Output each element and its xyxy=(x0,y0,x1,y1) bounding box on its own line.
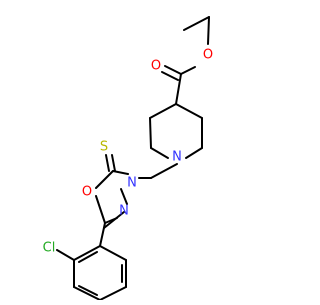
bond-ph-inner-2 xyxy=(78,285,98,296)
ester-ether-oxygen-label: O xyxy=(203,48,213,63)
bond-ch3-ch2 xyxy=(183,16,210,31)
bond-c-s-1 xyxy=(111,154,116,172)
bond-n-ch2 xyxy=(150,163,178,179)
molecule-canvas: O O N O N N S Cl xyxy=(42,16,214,301)
bond-pip-1 xyxy=(149,103,177,119)
bond-pip-4 xyxy=(185,147,203,159)
bond-o1-c2 xyxy=(95,170,114,189)
ester-carbonyl-oxygen-label: O xyxy=(151,59,161,74)
bond-n4-c5-double xyxy=(103,211,125,229)
bond-carbonyl-c4 xyxy=(175,73,182,105)
bond-c-s-2 xyxy=(105,154,110,172)
chlorine-label: Cl xyxy=(43,241,56,256)
bond-ph-1 xyxy=(99,245,127,261)
bond-carbonyl-double-2 xyxy=(161,71,179,81)
ring-n4-label: N xyxy=(119,204,129,219)
bond-pip-6 xyxy=(175,103,203,119)
ring-n3-label: N xyxy=(127,176,137,191)
bond-o-carbonyl xyxy=(180,66,196,75)
bond-ph-4 xyxy=(73,286,101,301)
piperidine-nitrogen-label: N xyxy=(172,150,182,165)
thione-sulfur-label: S xyxy=(100,140,108,155)
bond-ch2-o xyxy=(207,16,210,45)
bond-pip-3 xyxy=(150,147,169,159)
bond-carbonyl-double-1 xyxy=(164,65,182,75)
bond-n3-n4 xyxy=(120,188,128,205)
bond-ph-6 xyxy=(73,245,101,261)
bond-ph-3 xyxy=(99,286,127,301)
bond-c5-o1 xyxy=(95,195,106,224)
bond-c-cl xyxy=(56,249,75,261)
bond-pip-2 xyxy=(149,117,152,149)
bonds xyxy=(56,16,210,301)
molecule-structure: O O N O N N S Cl xyxy=(43,16,213,301)
ring-oxygen-label: O xyxy=(82,185,92,200)
bond-ph-inner-3 xyxy=(78,251,98,263)
bond-c5-phenyl xyxy=(99,222,106,247)
